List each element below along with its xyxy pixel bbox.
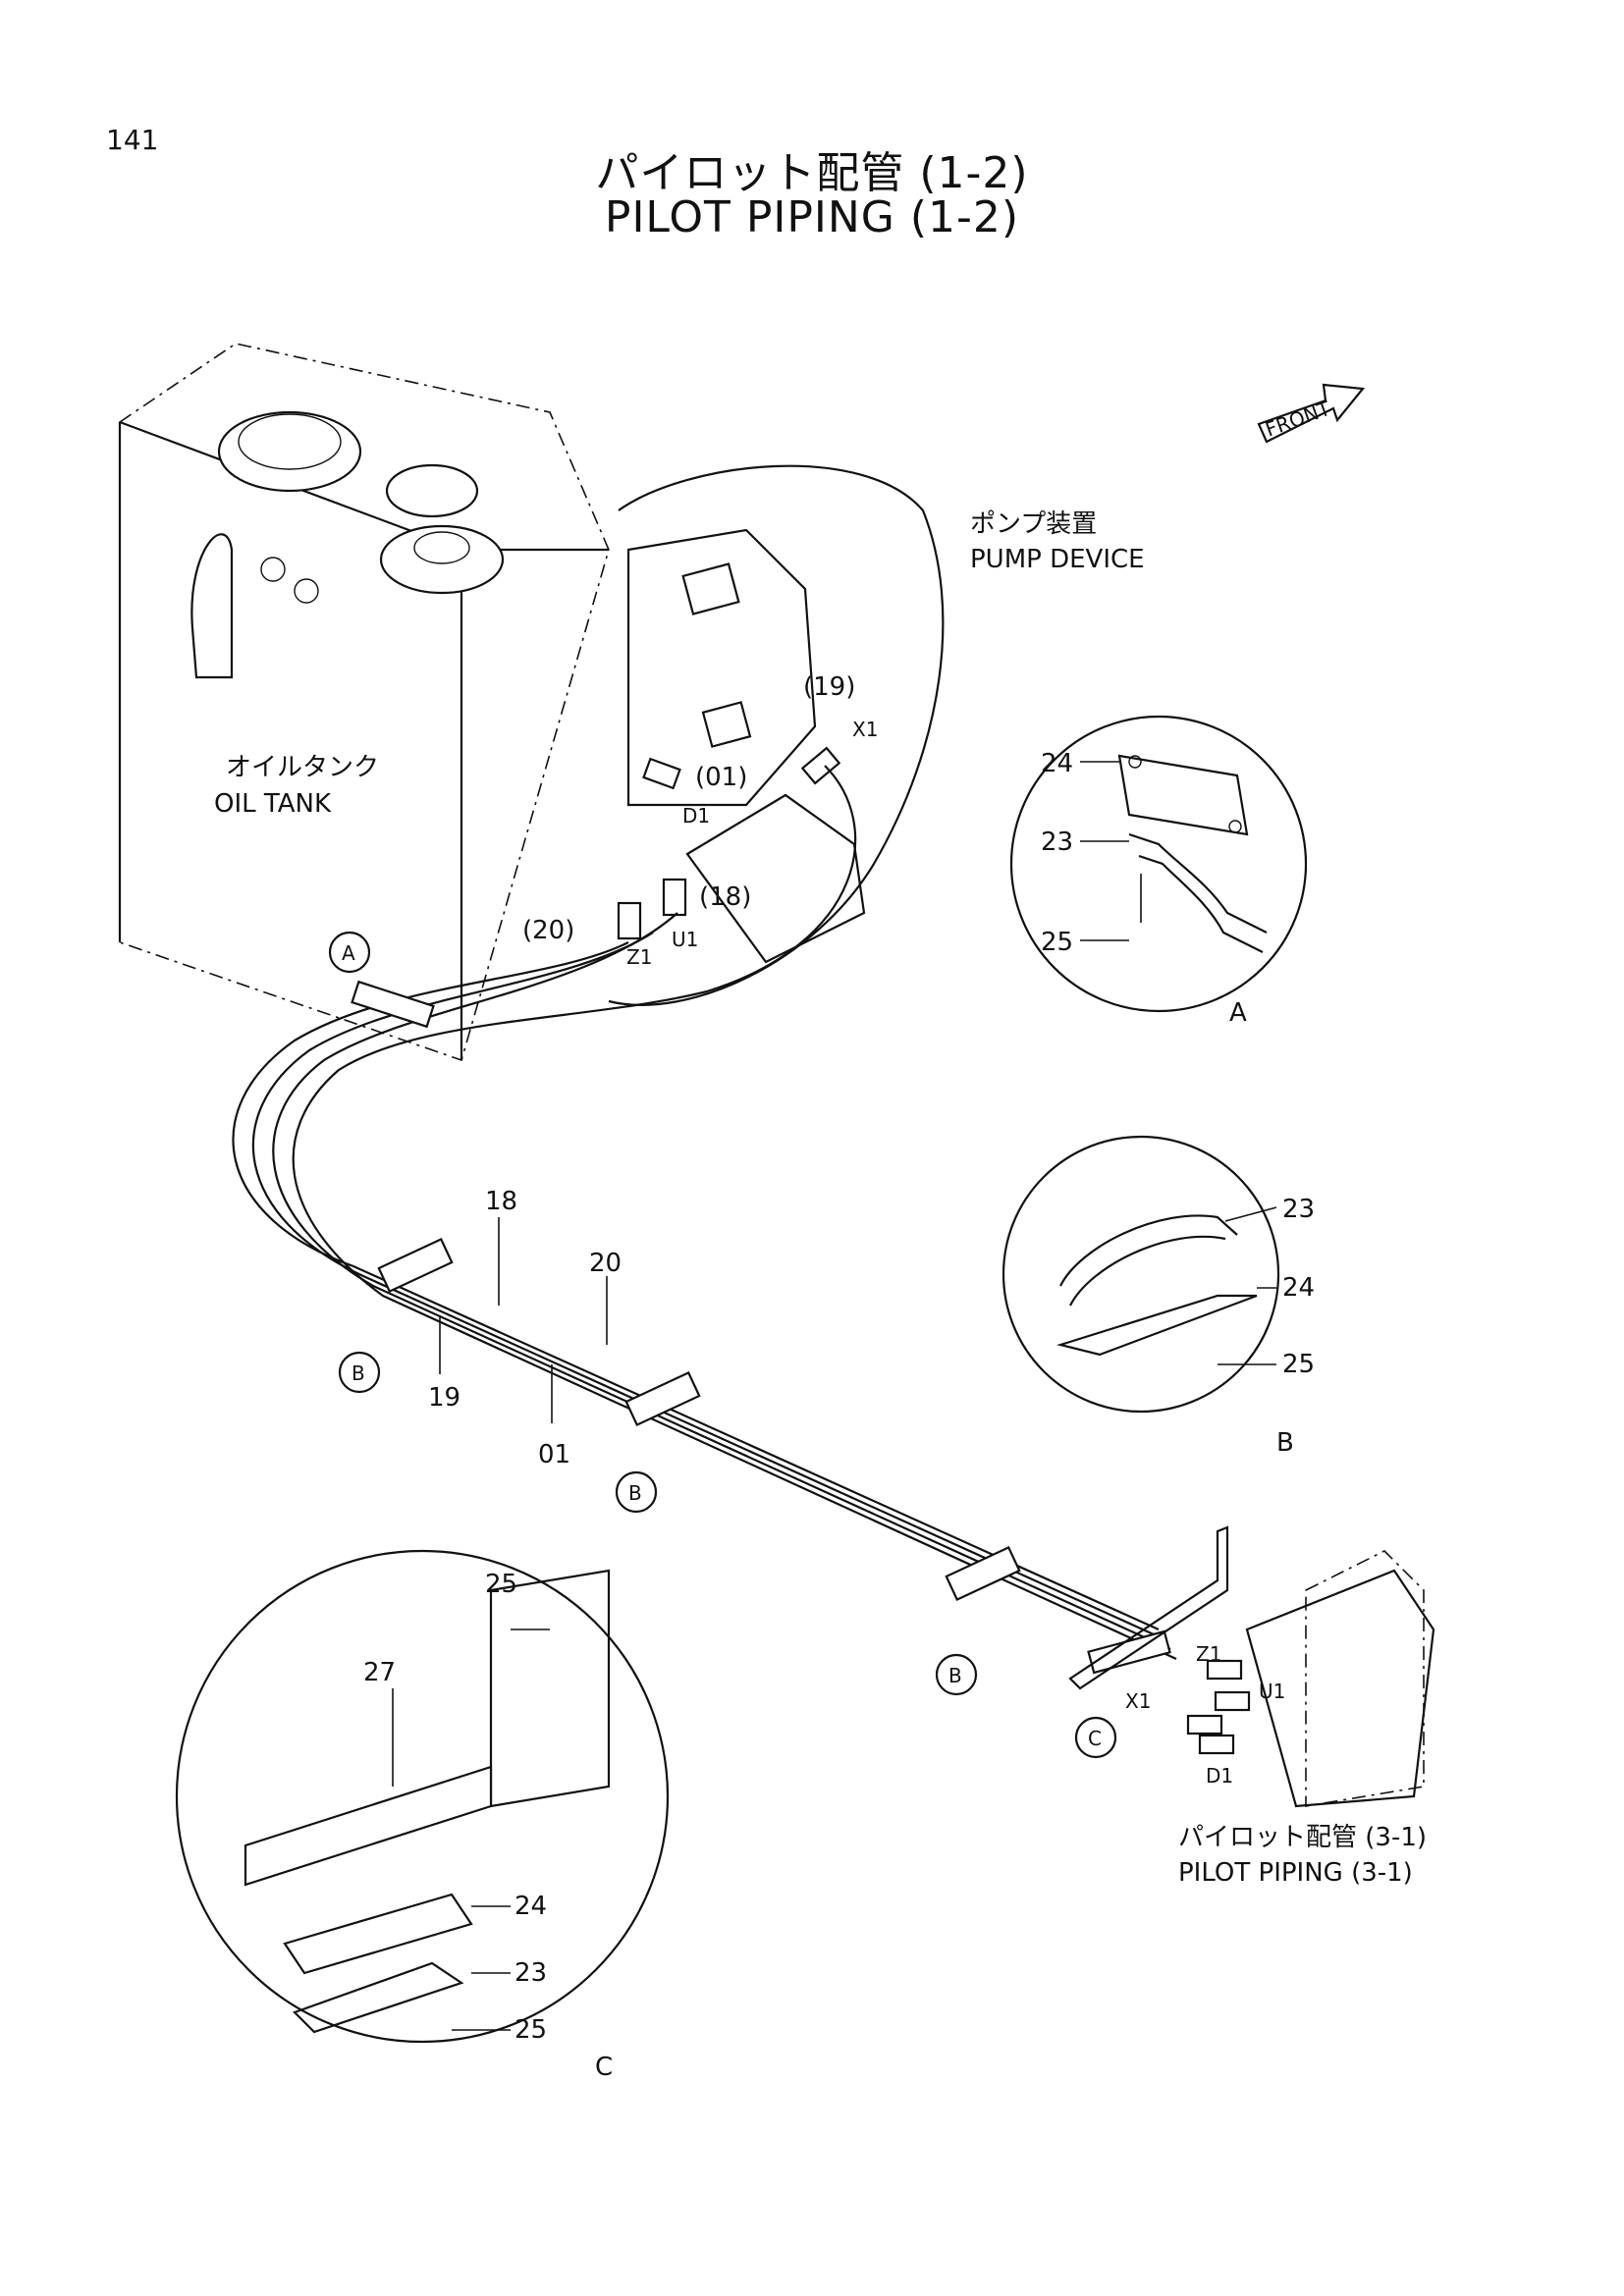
port-label-z1-lower: Z1 bbox=[1196, 1642, 1221, 1666]
fitting-z1 bbox=[617, 901, 642, 940]
part-label-19-paren: (19) bbox=[803, 672, 855, 702]
clamp-a bbox=[351, 980, 435, 1029]
port-label-u1-lower: U1 bbox=[1259, 1680, 1285, 1703]
fitting-x1-lower bbox=[1186, 1714, 1223, 1735]
detail-c-part-24: 24 bbox=[514, 1892, 547, 1921]
pilot-valve-assembly: Z1 U1 X1 D1 パイロット配管 (3-1) PILOT PIPING (… bbox=[1125, 1550, 1435, 1888]
fitting-d1 bbox=[642, 757, 681, 790]
detail-b-part-23: 23 bbox=[1282, 1195, 1315, 1224]
oil-tank-label-jp: オイルタンク bbox=[226, 753, 379, 782]
port-label-x1: X1 bbox=[852, 718, 878, 741]
pump-device-label-en: PUMP DEVICE bbox=[970, 545, 1145, 574]
ref-b2-label: B bbox=[628, 1481, 642, 1505]
detail-c: 25 27 24 23 25 C bbox=[175, 1549, 670, 2082]
detail-c-part-25-top: 25 bbox=[485, 1570, 517, 1599]
detail-refs: A B B B C bbox=[328, 931, 1117, 1759]
ref-a-label: A bbox=[342, 941, 355, 965]
oil-tank-label-en: OIL TANK bbox=[214, 789, 332, 819]
part-label-01-paren: (01) bbox=[695, 763, 747, 792]
detail-a-part-24: 24 bbox=[1041, 749, 1073, 778]
pump-device-label-jp: ポンプ装置 bbox=[970, 509, 1097, 539]
detail-b-part-25: 25 bbox=[1282, 1350, 1315, 1379]
page-title-japanese: パイロット配管 (1-2) bbox=[595, 148, 1029, 198]
part-label-01: 01 bbox=[538, 1440, 570, 1469]
part-label-18: 18 bbox=[485, 1187, 517, 1216]
port-label-u1: U1 bbox=[672, 928, 698, 951]
detail-c-part-25-bottom: 25 bbox=[514, 2015, 547, 2045]
pilot-ref-label-en: PILOT PIPING (3-1) bbox=[1178, 1858, 1413, 1888]
page-title-english: PILOT PIPING (1-2) bbox=[604, 192, 1020, 242]
front-arrow-icon: FRONT bbox=[1257, 383, 1366, 444]
detail-a-part-25: 25 bbox=[1041, 928, 1073, 957]
detail-b-tag: B bbox=[1276, 1428, 1294, 1458]
bracket-27 bbox=[1068, 1525, 1229, 1690]
oil-tank: オイルタンク OIL TANK bbox=[118, 343, 610, 1062]
detail-c-tag: C bbox=[595, 2053, 613, 2082]
fitting-u1 bbox=[662, 878, 687, 917]
part-label-19: 19 bbox=[428, 1383, 460, 1413]
ref-b1-label: B bbox=[352, 1362, 365, 1385]
ref-b3-label: B bbox=[948, 1664, 962, 1687]
part-label-20-paren: (20) bbox=[522, 916, 574, 945]
fitting-z1-lower bbox=[1206, 1659, 1243, 1681]
page-number: 141 bbox=[106, 124, 159, 156]
fitting-u1-lower bbox=[1214, 1690, 1251, 1712]
detail-c-part-27: 27 bbox=[363, 1658, 396, 1687]
detail-b: 23 24 25 B bbox=[1001, 1135, 1315, 1458]
pilot-ref-label-jp: パイロット配管 (3-1) bbox=[1178, 1823, 1427, 1852]
clamp-b1 bbox=[377, 1237, 454, 1294]
pump-device: ポンプ装置 PUMP DEVICE Z1 U1 X1 D1 (19) (01) … bbox=[522, 464, 1145, 1006]
port-label-d1: D1 bbox=[682, 804, 710, 828]
detail-c-part-23: 23 bbox=[514, 1958, 547, 1988]
detail-a: 24 23 25 A bbox=[1009, 715, 1308, 1028]
detail-a-tag: A bbox=[1229, 998, 1247, 1028]
part-label-20: 20 bbox=[589, 1249, 622, 1278]
port-label-z1: Z1 bbox=[626, 945, 652, 969]
part-label-18-paren: (18) bbox=[699, 882, 751, 912]
ref-c-label: C bbox=[1088, 1727, 1102, 1750]
clamp-b2 bbox=[624, 1370, 701, 1427]
clamp-b3 bbox=[945, 1545, 1021, 1602]
pilot-pipe-bundle: 18 20 19 01 bbox=[232, 765, 1229, 1690]
front-label: FRONT bbox=[1263, 397, 1334, 442]
port-label-x1-lower: X1 bbox=[1125, 1689, 1151, 1713]
fitting-x1 bbox=[800, 746, 841, 785]
fitting-d1-lower bbox=[1198, 1734, 1235, 1755]
detail-a-part-23: 23 bbox=[1041, 828, 1073, 857]
port-label-d1-lower: D1 bbox=[1206, 1764, 1233, 1788]
detail-b-part-24: 24 bbox=[1282, 1273, 1315, 1303]
